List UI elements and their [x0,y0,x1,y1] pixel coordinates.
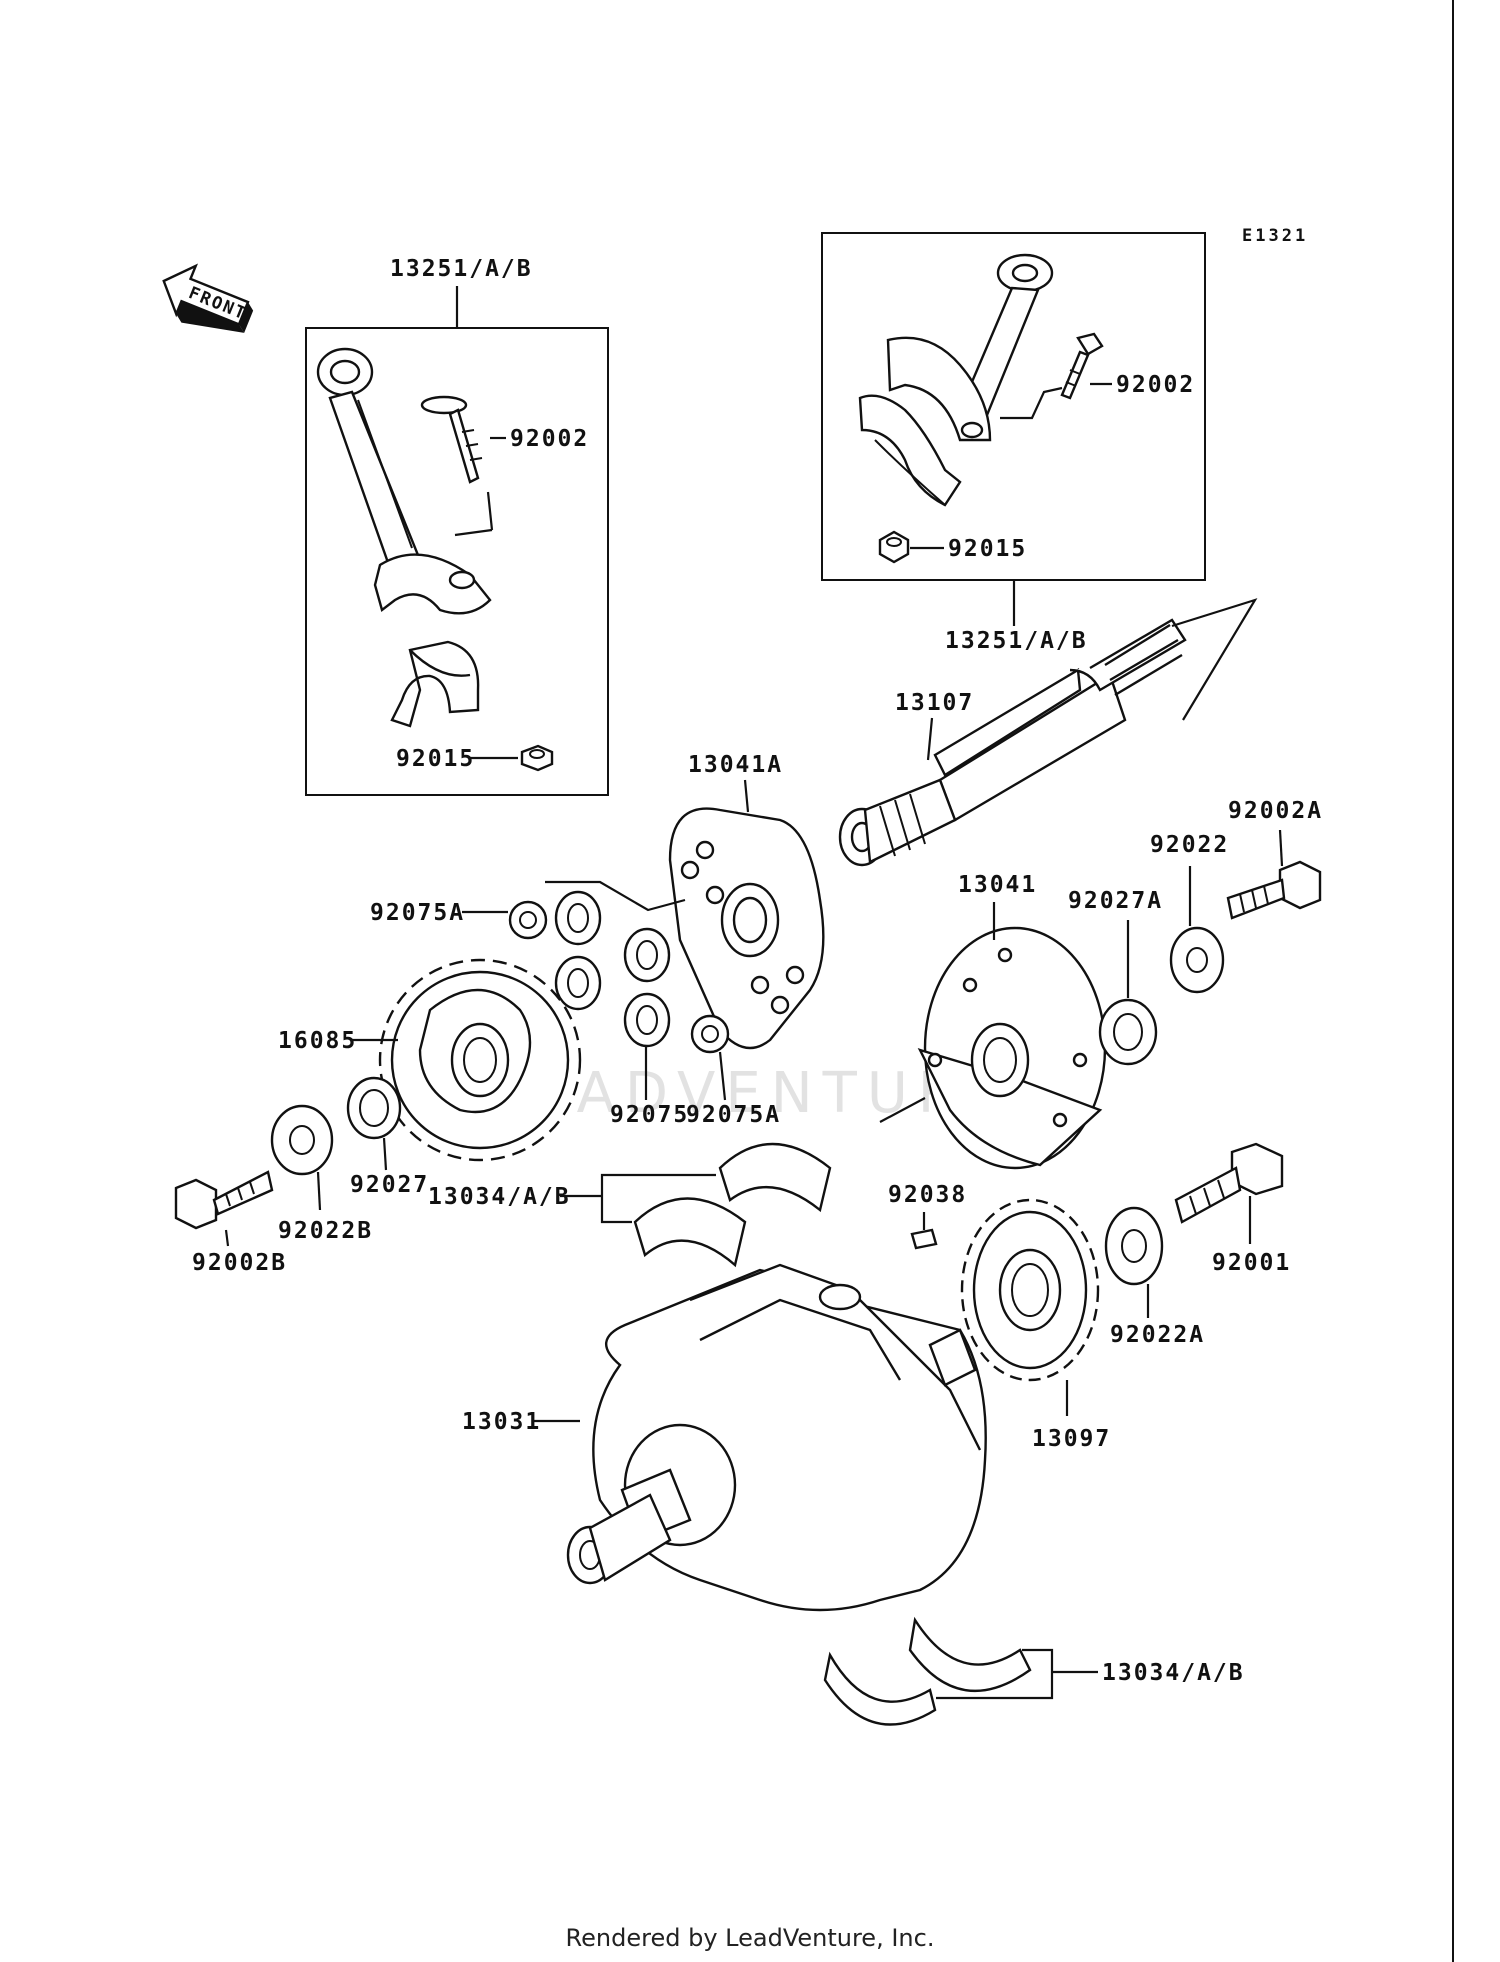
conrod-right-group: 13251/A/B 92002 92015 [821,232,1206,654]
damper-a-bottom-label: 92075A [686,1102,781,1128]
conrod-left-group: 13251/A/B 92002 92015 [305,256,609,796]
balancer-weight-label: 13041 [958,872,1037,898]
bolt-92002b-label: 92002B [192,1250,287,1276]
collar-92027-icon [346,1076,402,1140]
bolt-92002a-icon [1226,860,1322,920]
conrod-right-icon [858,253,1054,507]
balancer-weight-icon [917,926,1107,1170]
bolt-92002b-icon [174,1170,274,1230]
conrod-left-bolt-label: 92002 [510,426,589,452]
damper-a-top-icon [508,900,548,940]
conrod-left-nut-label: 92015 [396,746,475,772]
key-92038-icon [910,1228,938,1250]
balancer-weight-a-icon [668,807,825,1050]
conrod-right-group-label: 13251/A/B [945,628,1088,654]
damper-rubbers-icon [554,890,671,1048]
conrod-left-group-label: 13251/A/B [390,256,533,282]
gear-13097-icon [960,1198,1100,1382]
conrod-right-bolt-label: 92002 [1116,372,1195,398]
washer-92022a-label: 92022A [1110,1322,1205,1348]
gear-16085-icon [378,958,582,1162]
footer-credit: Rendered by LeadVenture, Inc. [565,1924,935,1952]
conrod-right-nut-icon [878,530,910,564]
washer-92022-label: 92022 [1150,832,1229,858]
collar-92027a-label: 92027A [1068,888,1163,914]
conrod-right-bolt-icon [1060,332,1104,400]
washer-92022b-icon [270,1104,334,1176]
bearing-bottom-icon [823,1616,1032,1726]
bearing-top-icon [633,1142,832,1268]
balancer-weight-a-label: 13041A [688,752,783,778]
collar-92027-label: 92027 [350,1172,429,1198]
conrod-left-icon [316,347,492,728]
conrod-left-bolt-icon [420,395,483,484]
bearing-top-label: 13034/A/B [428,1184,571,1210]
shaft-label: 13107 [895,690,974,716]
conrod-left-nut-icon [520,744,554,772]
washer-92022-icon [1169,926,1225,994]
damper-92075-label: 92075 [610,1102,689,1128]
damper-a-top-label: 92075A [370,900,465,926]
balancer-shaft-icon [838,598,1258,867]
key-92038-label: 92038 [888,1182,967,1208]
washer-92022a-icon [1104,1206,1164,1286]
front-arrow-icon: FRONT [162,263,254,333]
gear-16085-label: 16085 [278,1028,357,1054]
washer-92022b-label: 92022B [278,1218,373,1244]
gear-13097-label: 13097 [1032,1426,1111,1452]
crankshaft-icon [566,1263,987,1612]
bolt-92001-label: 92001 [1212,1250,1291,1276]
conrod-right-nut-label: 92015 [948,536,1027,562]
damper-a-bottom-icon [690,1014,730,1054]
bearing-bottom-label: 13034/A/B [1102,1660,1245,1686]
diagram-code: E1321 [1242,226,1308,246]
bolt-92001-icon [1174,1142,1284,1224]
crankshaft-label: 13031 [462,1409,541,1435]
bolt-92002a-label: 92002A [1228,798,1323,824]
collar-92027a-icon [1098,998,1158,1066]
